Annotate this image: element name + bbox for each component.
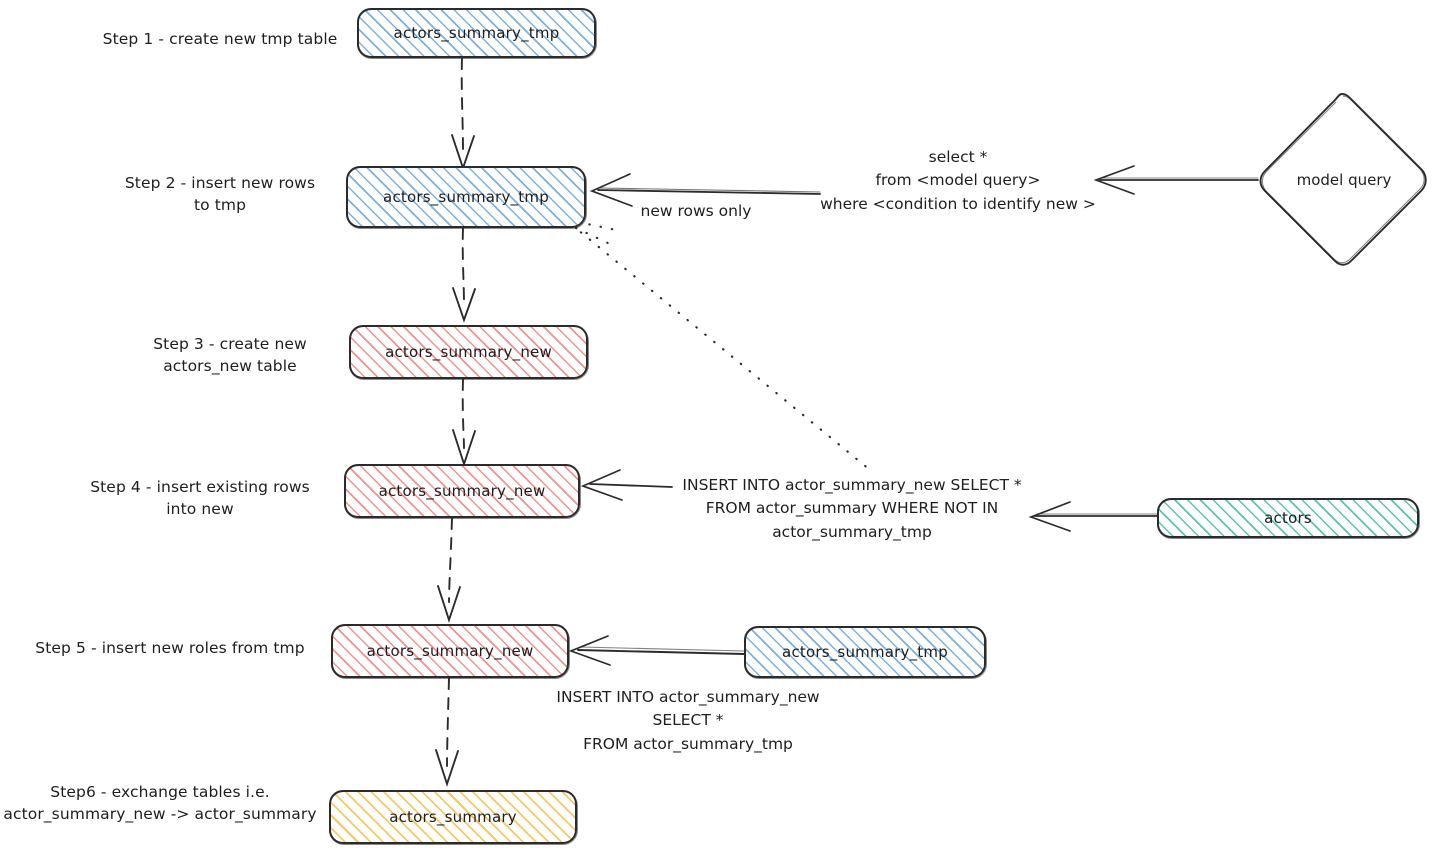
step-3-caption: Step 3 - create new actors_new table: [153, 335, 307, 376]
node-actors-summary-new-step3[interactable]: actors_summary_new: [349, 325, 589, 380]
diamond-shape-icon: [1259, 93, 1427, 266]
step-5-caption: Step 5 - insert new roles from tmp: [35, 639, 305, 657]
flow-arrow-step2-step3: [452, 227, 476, 323]
node-label: actors_summary_new: [366, 642, 534, 660]
arrow-modelquery-to-sql: [1093, 165, 1259, 195]
step-4-caption: Step 4 - insert existing rows into new: [90, 478, 310, 519]
node-actors-summary-new-step5[interactable]: actors_summary_new: [331, 624, 570, 679]
node-actors-summary-tmp-step5-source[interactable]: actors_summary_tmp: [744, 626, 987, 679]
node-label: actors_summary_tmp: [383, 188, 549, 206]
node-actors-summary-new-step4[interactable]: actors_summary_new: [344, 464, 581, 519]
node-actors-summary-step6[interactable]: actors_summary: [329, 790, 578, 845]
node-actors-summary-tmp-step2[interactable]: actors_summary_tmp: [346, 166, 587, 229]
edge-label-model-query-sql: select * from <model query> where <condi…: [820, 148, 1096, 213]
node-actors-summary-tmp-step1[interactable]: actors_summary_tmp: [357, 8, 597, 59]
flow-arrow-step3-step4: [452, 378, 476, 468]
node-label: actors_summary: [389, 808, 517, 826]
step-2-caption: Step 2 - insert new rows to tmp: [124, 174, 316, 215]
edge-label-insert-existing-sql: INSERT INTO actor_summary_new SELECT * F…: [682, 476, 1022, 541]
node-label: model query: [1296, 171, 1392, 189]
flow-arrow-step1-step2: [451, 57, 475, 171]
flow-arrow-step5-step6: [435, 677, 459, 788]
node-label: actors_summary_tmp: [782, 643, 948, 661]
flow-arrow-step4-step5: [437, 517, 461, 624]
step-1-caption: Step 1 - create new tmp table: [102, 30, 338, 48]
edge-label-insert-new-roles-sql: INSERT INTO actor_summary_new SELECT * F…: [556, 688, 820, 753]
arrow-actors-to-sql: [1028, 501, 1159, 532]
node-label: actors_summary_new: [378, 482, 546, 500]
node-label: actors_summary_new: [385, 343, 552, 361]
dotted-reference-line: [570, 220, 872, 472]
node-actors-source[interactable]: actors: [1157, 498, 1420, 539]
node-model-query[interactable]: model query: [1256, 88, 1432, 272]
step-6-caption: Step6 - exchange tables i.e. actor_summa…: [3, 783, 317, 824]
node-label: actors_summary_tmp: [393, 24, 560, 42]
arrow-sql-to-step4: [580, 469, 673, 501]
arrow-tmp-to-step5: [568, 635, 745, 666]
node-label: actors: [1264, 509, 1312, 527]
edge-label-new-rows-only: new rows only: [640, 202, 752, 220]
